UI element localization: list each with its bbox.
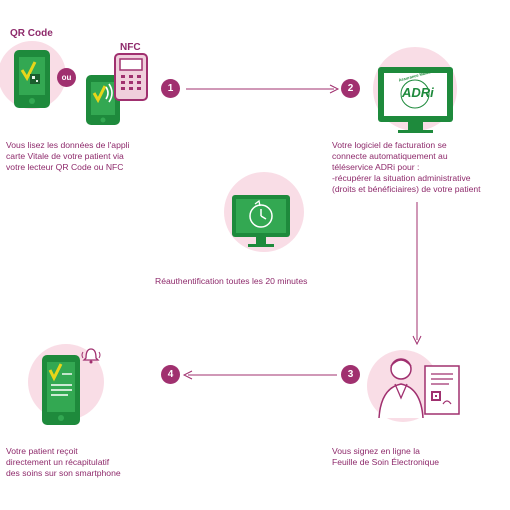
adri-logo-text: ADRi xyxy=(402,85,434,100)
step-2-description: Votre logiciel de facturation se connect… xyxy=(332,140,481,195)
nfc-label: NFC xyxy=(120,42,141,53)
step-4-line-2: directement un récapitulatif xyxy=(6,457,110,467)
step-2-badge: 2 xyxy=(341,79,360,98)
step-3-description: Vous signez en ligne la Feuille de Soin … xyxy=(332,446,439,468)
step-1-badge: 1 xyxy=(161,79,180,98)
nfc-phone-icon xyxy=(86,75,120,125)
step-4-line-3: des soins sur son smartphone xyxy=(6,468,121,478)
reauth-monitor-icon xyxy=(224,172,304,252)
step-4-badge: 4 xyxy=(161,365,180,384)
patient-phone-icon xyxy=(28,344,104,425)
nfc-reader-icon xyxy=(114,53,148,101)
step-2-line-3: téléservice ADRi pour : xyxy=(332,162,420,172)
step-2-line-1: Votre logiciel de facturation se xyxy=(332,140,447,150)
qr-code-label: QR Code xyxy=(10,28,53,39)
qr-phone-icon xyxy=(0,41,66,109)
doctor-signing-icon xyxy=(367,350,460,422)
ou-label: ou xyxy=(61,73,72,82)
step-2-line-2: connecte automatiquement au xyxy=(332,151,448,161)
step-1-line-2: carte Vitale de votre patient via xyxy=(6,151,124,161)
arrow-1-to-2 xyxy=(186,84,340,94)
step-1-description: Vous lisez les données de l'appli carte … xyxy=(6,140,129,173)
ou-badge: ou xyxy=(57,68,76,87)
step-2-line-5: (droits et bénéficiaires) de votre patie… xyxy=(332,184,481,194)
arrow-2-to-3 xyxy=(412,202,422,346)
step-2-line-4: -récupérer la situation administrative xyxy=(332,173,471,183)
reauth-description: Réauthentification toutes les 20 minutes xyxy=(155,276,308,286)
step-4-line-1: Votre patient reçoit xyxy=(6,446,78,456)
adri-monitor-icon xyxy=(373,47,457,133)
arrow-3-to-4 xyxy=(182,370,337,380)
bell-icon xyxy=(81,348,101,364)
step-1-line-3: votre lecteur QR Code ou NFC xyxy=(6,162,124,172)
step-1-line-1: Vous lisez les données de l'appli xyxy=(6,140,130,150)
step-3-line-1: Vous signez en ligne la xyxy=(332,446,420,456)
step-3-badge: 3 xyxy=(341,365,360,384)
step-4-description: Votre patient reçoit directement un réca… xyxy=(6,446,121,479)
step-3-line-2: Feuille de Soin Électronique xyxy=(332,457,440,467)
